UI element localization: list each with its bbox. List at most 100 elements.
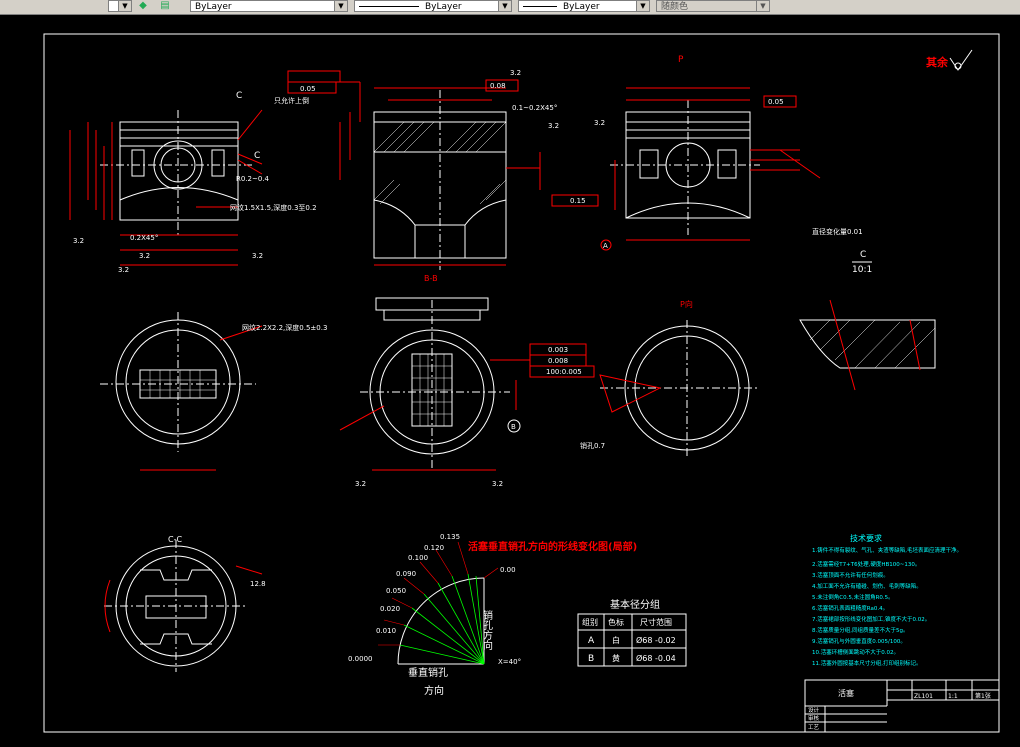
view-cc-label: C-C [168, 535, 182, 544]
linetype-dropdown-value: ByLayer [425, 2, 462, 12]
chevron-down-icon: ▼ [118, 1, 131, 11]
lineweight-sample [523, 6, 557, 7]
grade-table: 基本径分组 组别 色标 尺寸范围 A 白 Ø68 -0.02 B 黄 Ø68 -… [577, 598, 687, 667]
tech-line-9: 9.活塞销孔与外圆垂直度0.005/100。 [812, 637, 906, 645]
tol-3: 0.003 [548, 346, 568, 354]
title-block: 活塞 ZL101 1:1 第1张 设计 审核 工艺 [804, 679, 1000, 733]
tech-line-7: 7.活塞裙部按形线变化图加工,锥度不大于0.02。 [812, 615, 930, 623]
grade-header-range: 尺寸范围 [640, 617, 672, 627]
grade-title: 基本径分组 [610, 598, 660, 611]
rough-32e: 3.2 [510, 69, 521, 77]
marker-a: A [603, 242, 608, 250]
tech-line-1: 1.铸件不得有裂纹、气孔、夹渣等缺陷,毛坯表面应清理干净。 [812, 546, 962, 554]
title-row-review: 审核 [808, 714, 820, 722]
view-c-label: C [860, 250, 866, 260]
grade-header-color: 色标 [608, 617, 624, 627]
lineweight-dropdown[interactable]: ByLayer ▼ [518, 0, 650, 12]
rough-32d: 3.2 [118, 266, 129, 274]
tol-5: 100:0.005 [546, 368, 582, 376]
chevron-down-icon: ▼ [334, 1, 347, 11]
scale-c-label: 10:1 [852, 265, 872, 275]
grade-row-a-range: Ø68 -0.02 [636, 635, 676, 645]
title-material: ZL101 [914, 693, 933, 700]
sheet-border [43, 33, 1000, 733]
tech-line-6: 6.活塞销孔表面粗糙度Ra0.4。 [812, 604, 888, 612]
tol-1: 0.08 [490, 82, 506, 90]
linetype-sample [359, 6, 419, 7]
layer-state-dropdown[interactable]: ▼ [108, 0, 132, 12]
properties-toolbar: ▼ ◆ ▤ ByLayer ▼ ByLayer ▼ ByLayer ▼ 随颜色 ▼ [0, 0, 1020, 15]
section-view: 0.08 3.2 0.1~0.2X45° 3.2 0.15 [339, 69, 599, 270]
roughness-other-text: 其余 [926, 55, 949, 69]
grade-row-a-group: A [588, 636, 595, 646]
deform-v3: 0.050 [386, 587, 406, 595]
grade-header-group: 组别 [582, 617, 598, 627]
pp-view: P向 销孔0.7 [580, 299, 760, 458]
tech-line-10: 10.活塞环槽侧面跳动不大于0.02。 [812, 648, 899, 656]
plotstyle-dropdown-value: 随颜色 [661, 2, 689, 12]
tol-top: 0.05 [768, 98, 784, 106]
cad-drawing: 其余 C C R0.2~0.4 网纹1.5X [43, 33, 1000, 733]
cc-section: C-C 12.8 [104, 535, 266, 672]
title-row-design: 设计 [808, 706, 820, 714]
title-name: 活塞 [838, 688, 854, 698]
label-c2: C [254, 151, 260, 161]
deform-v2: 0.020 [380, 605, 400, 613]
deform-v6: 0.120 [424, 544, 444, 552]
tech-line-4: 4.加工面不允许有磕碰、划伤、毛刺等缺陷。 [812, 582, 922, 590]
detail-c: C 10:1 [799, 250, 936, 391]
deform-v0: 0.00 [500, 566, 516, 574]
view-pp-label: P向 [680, 299, 693, 309]
tech-line-2: 2.活塞需经T7+T6处理,硬度HB100~130。 [812, 560, 920, 568]
toolbar-left-area [0, 0, 180, 14]
note-chamfer2: 0.2X45° [130, 234, 158, 242]
chevron-down-icon: ▼ [756, 1, 769, 11]
tech-line-5: 5.未注倒角C0.5,未注圆角R0.5。 [812, 593, 894, 601]
deform-x-label: 垂直销孔 [408, 666, 448, 679]
note-r: R0.2~0.4 [236, 175, 270, 183]
note-knurl: 网纹2.2X2.2,深度0.5±0.3 [242, 323, 327, 332]
view-p-label: P [678, 55, 684, 65]
tech-line-8: 8.活塞质量分组,同组质量差不大于5g。 [812, 626, 909, 634]
rough-32b: 3.2 [139, 252, 150, 260]
rough-128: 12.8 [250, 580, 266, 588]
layer-stack-icon[interactable]: ▤ [160, 0, 170, 11]
lineweight-dropdown-value: ByLayer [563, 2, 600, 12]
tol-6: 0.15 [570, 197, 586, 205]
color-dropdown-value: ByLayer [195, 2, 232, 12]
note-chamfer: 0.1~0.2X45° [512, 104, 557, 112]
tol-2: 0.05 [300, 85, 316, 93]
view-bb-label: B-B [424, 274, 438, 283]
rough-32i: 3.2 [492, 480, 503, 488]
deform-title: 活塞垂直销孔方向的形线变化图(局部) [468, 540, 637, 553]
note-pin: 销孔0.7 [580, 441, 605, 450]
plan-view: 网纹2.2X2.2,深度0.5±0.3 [100, 312, 327, 471]
deformation-diagram: 活塞垂直销孔方向的形线变化图(局部) 0.0000 0.010 0.020 0.… [348, 533, 637, 697]
linetype-dropdown[interactable]: ByLayer ▼ [354, 0, 512, 12]
color-dropdown[interactable]: ByLayer ▼ [190, 0, 348, 12]
deform-angle: X=40° [498, 658, 521, 666]
p-view: P 0.05 3.2 A 直径变化量0.01 [594, 55, 863, 251]
bb-section: B-B 0.003 0.008 100:0.005 B 3.2 3.2 [339, 274, 595, 488]
note-ring: 只允许上倒 [274, 96, 309, 105]
deform-v4: 0.090 [396, 570, 416, 578]
rough-32c: 3.2 [252, 252, 263, 260]
roughness-circle-icon [954, 62, 962, 70]
note-groove: 网纹1.5X1.5,深度0.3至0.2 [230, 203, 317, 212]
tol-4: 0.008 [548, 357, 568, 365]
chevron-down-icon: ▼ [636, 1, 649, 11]
chevron-down-icon: ▼ [498, 1, 511, 11]
plotstyle-dropdown[interactable]: 随颜色 ▼ [656, 0, 770, 12]
marker-b: B [511, 423, 516, 431]
tech-requirements: 技术要求 1.铸件不得有裂纹、气孔、夹渣等缺陷,毛坯表面应清理干净。 2.活塞需… [812, 533, 962, 667]
tech-line-11: 11.活塞外圆按基本尺寸分组,打印组别标记。 [812, 659, 922, 667]
deform-y-label: 销孔方向 [481, 609, 493, 650]
grade-row-a-color: 白 [612, 635, 620, 645]
drawing-canvas[interactable]: 其余 C C R0.2~0.4 网纹1.5X [0, 15, 1020, 743]
rough-32a: 3.2 [73, 237, 84, 245]
layer-previous-icon[interactable]: ◆ [139, 0, 147, 11]
deform-zero: 0.0000 [348, 655, 373, 663]
deform-x-label2: 方向 [424, 684, 444, 697]
rough-32h: 3.2 [355, 480, 366, 488]
title-sheet: 第1张 [975, 692, 991, 700]
